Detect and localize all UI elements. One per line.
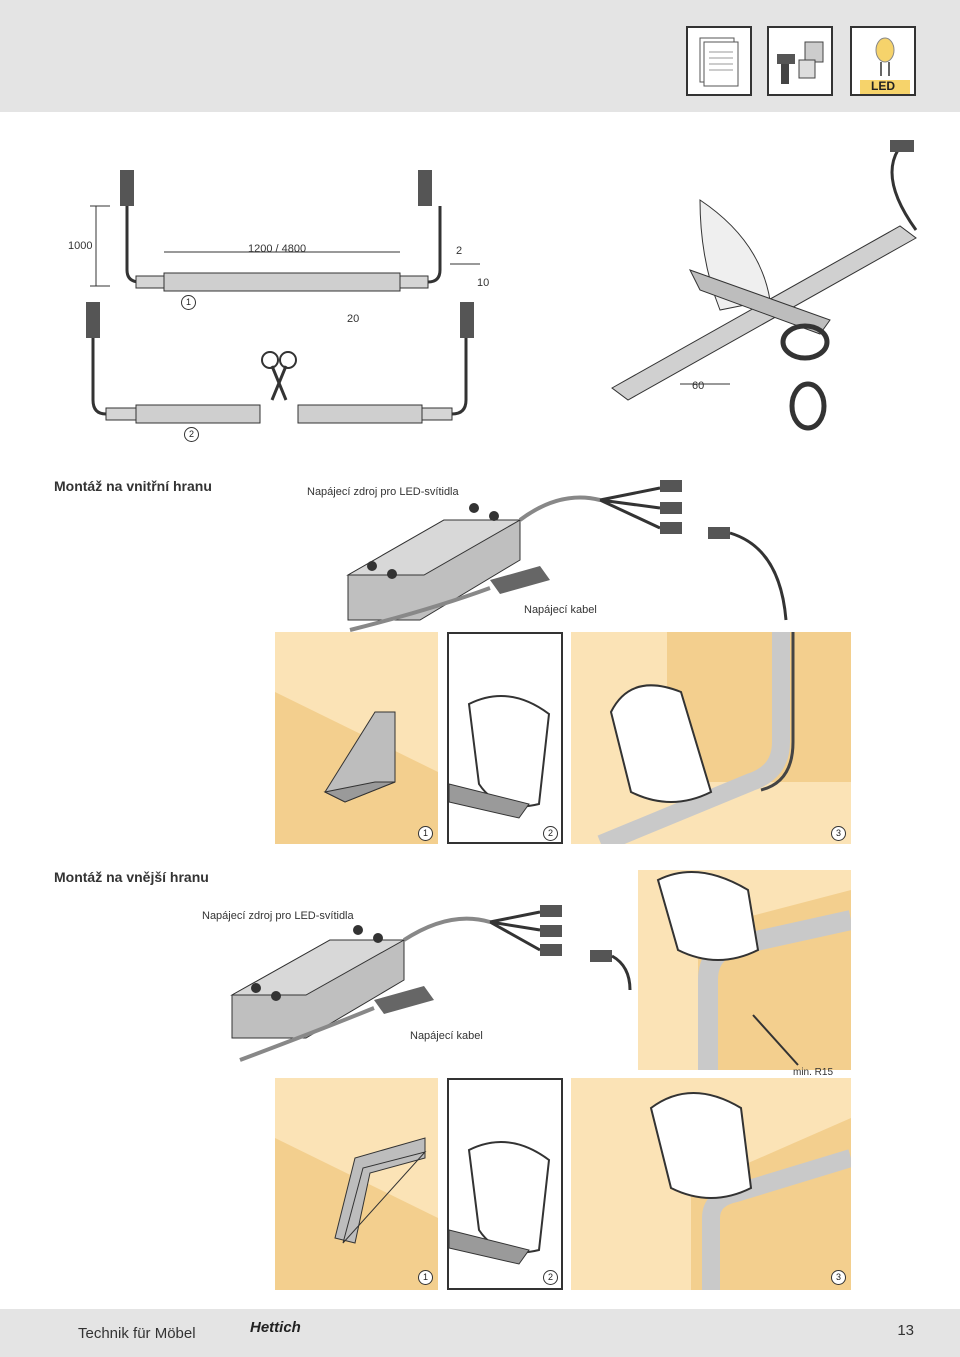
outer-edge-heading: Montáž na vnější hranu <box>54 869 209 885</box>
footer-bar: Technik für Möbel Hettich 13 <box>0 1309 960 1357</box>
marker-2: 2 <box>184 427 199 442</box>
outer-power-supply-label: Napájecí zdroj pro LED-svítidla <box>202 910 354 922</box>
outer-power-supply-illustration <box>230 905 632 1062</box>
page-number: 13 <box>897 1322 914 1339</box>
outer-cable-label: Napájecí kabel <box>410 1030 483 1042</box>
outer-step-2-marker: 2 <box>543 1270 558 1285</box>
outer-step-2-panel <box>447 1078 563 1290</box>
led-badge-text: LED <box>871 79 895 93</box>
dim-2-label: 2 <box>456 245 463 257</box>
strip-cutting-diagram <box>86 140 918 431</box>
assembly-tool-icon <box>767 26 833 96</box>
inner-step-1-marker: 1 <box>418 826 433 841</box>
outer-step-1-marker: 1 <box>418 1270 433 1285</box>
header-bar: LED <box>0 0 960 112</box>
marker-1: 1 <box>181 295 196 310</box>
inner-power-supply-illustration <box>346 480 788 632</box>
inner-step-3-marker: 3 <box>831 826 846 841</box>
outer-step-3-marker: 3 <box>831 1270 846 1285</box>
inner-cable-label: Napájecí kabel <box>524 604 597 616</box>
dim-60-label: 60 <box>692 380 705 392</box>
led-bulb-icon: LED <box>850 26 916 96</box>
document-icon <box>686 26 752 96</box>
dim-20-label: 20 <box>347 313 360 325</box>
outer-radius-panel <box>638 870 851 1070</box>
inner-edge-heading: Montáž na vnitřní hranu <box>54 478 212 494</box>
dim-length-label: 1200 / 4800 <box>248 243 307 255</box>
dim-10-label: 10 <box>477 277 490 289</box>
inner-step-3-panel <box>571 632 851 844</box>
inner-step-2-panel <box>447 632 563 844</box>
outer-step-3-panel <box>571 1078 851 1290</box>
outer-step-1-panel <box>275 1078 438 1290</box>
radius-label: min. R15 <box>793 1067 834 1078</box>
inner-step-1-panel <box>275 632 438 844</box>
hettich-logo: Hettich <box>250 1319 301 1336</box>
footer-tagline: Technik für Möbel <box>78 1325 196 1342</box>
inner-power-supply-label: Napájecí zdroj pro LED-svítidla <box>307 486 459 498</box>
inner-step-2-marker: 2 <box>543 826 558 841</box>
dim-height-label: 1000 <box>68 240 93 252</box>
